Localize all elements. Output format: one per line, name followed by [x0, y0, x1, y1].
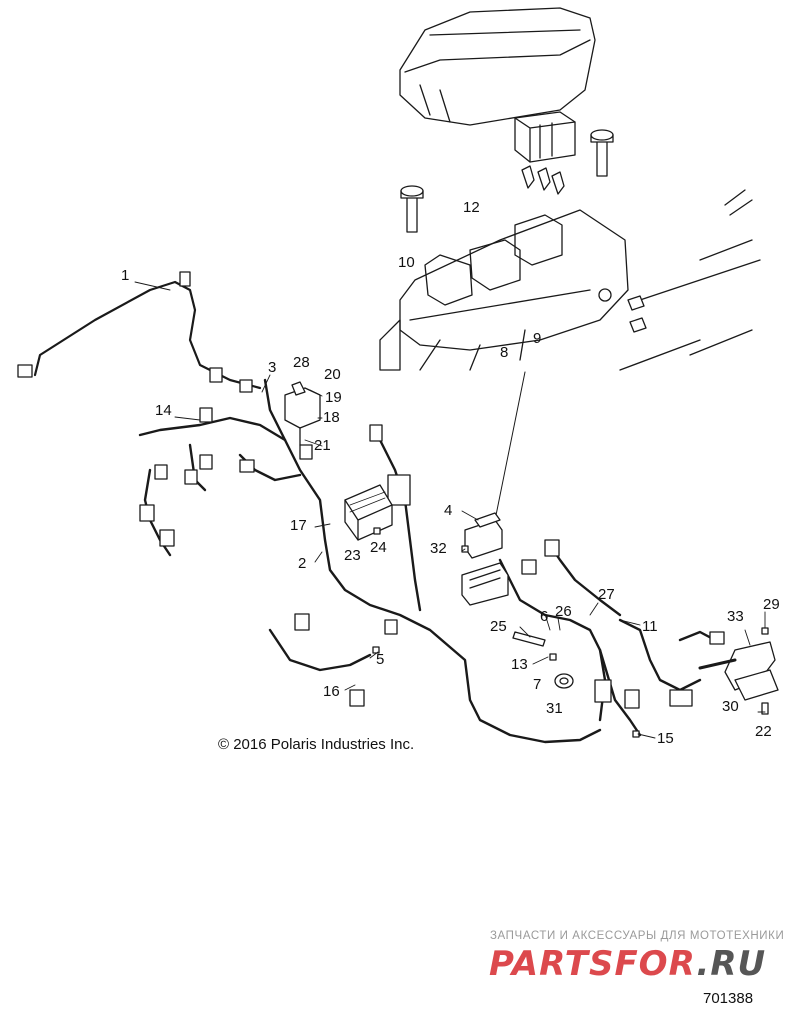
harness-1 [17, 271, 262, 390]
relay-block [514, 111, 576, 163]
figure-number: 701388 [703, 990, 754, 1007]
callout-8: 8 [500, 344, 509, 361]
callout-7: 7 [533, 676, 542, 693]
callout-25: 25 [490, 618, 507, 635]
callout-23: 23 [344, 547, 361, 564]
callout-28: 28 [293, 354, 310, 371]
callout-9: 9 [533, 330, 542, 347]
callout-20: 20 [324, 366, 341, 383]
watermark-logo-right: .RU [696, 944, 767, 984]
watermark-tagline: ЗАПЧАСТИ И АКСЕССУАРЫ ДЛЯ МОТОТЕХНИКИ [490, 930, 785, 942]
module-33 [698, 641, 779, 701]
bolt-right [590, 129, 614, 177]
callout-21: 21 [314, 437, 331, 454]
callout-11: 11 [642, 618, 658, 635]
callout-18: 18 [323, 409, 340, 426]
grommet-31 [554, 673, 574, 689]
callout-10: 10 [398, 254, 415, 271]
mini-fuses [521, 165, 565, 195]
callout-1: 1 [121, 267, 130, 284]
callout-27: 27 [598, 586, 615, 603]
copyright-notice: © 2016 Polaris Industries Inc. [218, 736, 415, 753]
relay-4 [464, 512, 503, 559]
callout-24: 24 [370, 539, 387, 556]
fuse-box-cover [399, 7, 596, 126]
callout-29: 29 [763, 596, 780, 613]
callout-12: 12 [463, 199, 480, 216]
bolt-left [400, 185, 424, 233]
callout-15: 15 [657, 730, 674, 747]
watermark-logo-mid: FOR [614, 944, 697, 984]
callout-16: 16 [323, 683, 340, 700]
watermark-logo-left: PARTS [489, 944, 615, 984]
callout-leaders [134, 281, 766, 739]
callout-3: 3 [268, 359, 277, 376]
callout-5: 5 [376, 651, 385, 668]
harness-connectors [139, 367, 725, 709]
callout-22: 22 [755, 723, 772, 740]
callout-17: 17 [290, 517, 307, 534]
callout-13: 13 [511, 656, 528, 673]
small-fasteners [372, 527, 769, 738]
frame-right [619, 189, 761, 371]
bracket-assembly [284, 381, 321, 446]
callout-2: 2 [298, 555, 307, 572]
callout-6: 6 [540, 608, 549, 625]
callout-31: 31 [546, 700, 563, 717]
fuse-box-base [379, 209, 629, 371]
harness-2 [138, 378, 717, 744]
ecu-module [344, 484, 393, 541]
watermark-logo: PARTSFOR.RU [489, 944, 766, 984]
connector-block [461, 562, 509, 606]
callout-32: 32 [430, 540, 447, 557]
callout-30: 30 [722, 698, 739, 715]
callout-26: 26 [555, 603, 572, 620]
leader-line [491, 371, 526, 536]
callout-4: 4 [444, 502, 453, 519]
clip-25 [512, 631, 546, 647]
callout-19: 19 [325, 389, 342, 406]
callout-33: 33 [727, 608, 744, 625]
callout-14: 14 [155, 402, 172, 419]
